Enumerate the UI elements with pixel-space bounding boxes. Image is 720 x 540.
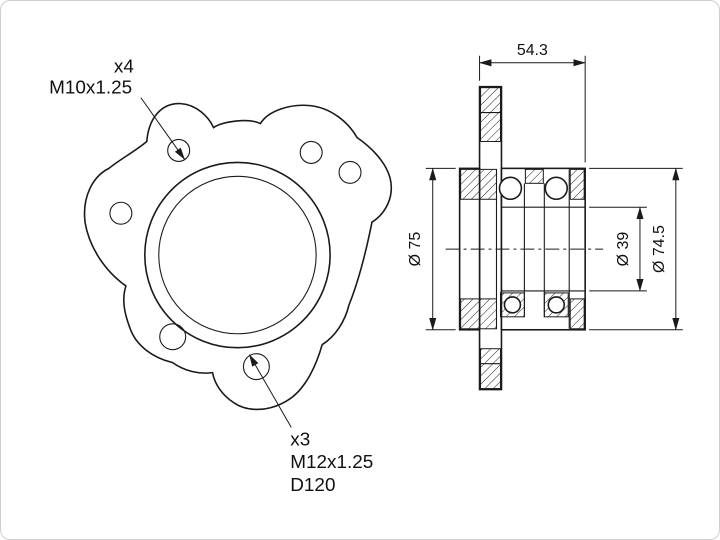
- bearing-ball: [544, 176, 569, 201]
- callout-count-x4: x4: [114, 57, 134, 78]
- section-hatch-bottom-left: [460, 298, 497, 330]
- section-hatch-bridge: [524, 168, 544, 184]
- front-view: x4 M10x1.25 x3 M12x1.25 D120: [49, 57, 392, 496]
- bearing-ball: [498, 176, 523, 201]
- bolt-hole-m10: [299, 140, 323, 164]
- callout-thread-m10: M10x1.25: [49, 78, 132, 99]
- hub-bore-outer-circle: [144, 161, 331, 349]
- section-view: 54.3 Ø 75 Ø 39 Ø 74.5: [407, 42, 683, 391]
- dimension-bore-diameter: Ø 39: [589, 206, 647, 292]
- flange-outline: [83, 102, 392, 411]
- callout-thread-m12: M12x1.25: [290, 452, 373, 473]
- seal-spring: [503, 296, 522, 314]
- flange-plate-hatch-top: [480, 87, 501, 142]
- section-hatch-top-right: [569, 168, 585, 200]
- callout-count-x3: x3: [290, 429, 310, 450]
- bolt-hole-m10: [109, 201, 133, 225]
- hub-bore-inner-circle: [158, 175, 317, 335]
- dim-left-diameter-label: Ø 75: [407, 232, 424, 267]
- dimension-right-diameter: Ø 74.5: [589, 167, 683, 331]
- dim-bore-diameter-label: Ø 39: [615, 232, 632, 267]
- flange-plate-hatch-bottom: [480, 348, 501, 390]
- section-hatch-bottom-right: [569, 298, 585, 330]
- bolt-hole-m12: [159, 323, 187, 351]
- dim-width-label: 54.3: [517, 42, 548, 59]
- dimension-left-diameter: Ø 75: [407, 167, 456, 331]
- dim-right-diameter-label: Ø 74.5: [651, 225, 668, 273]
- bolt-hole-m12: [242, 353, 270, 381]
- leader-line-m12: [248, 354, 292, 428]
- seal-spring: [547, 296, 566, 314]
- leader-line-m10: [140, 97, 186, 160]
- bolt-hole-m10: [338, 160, 362, 184]
- callout-bolt-circle: D120: [290, 475, 335, 496]
- bolt-hole-m10: [167, 138, 191, 162]
- dimension-width: 54.3: [479, 42, 586, 163]
- section-hatch-top-left: [460, 168, 497, 200]
